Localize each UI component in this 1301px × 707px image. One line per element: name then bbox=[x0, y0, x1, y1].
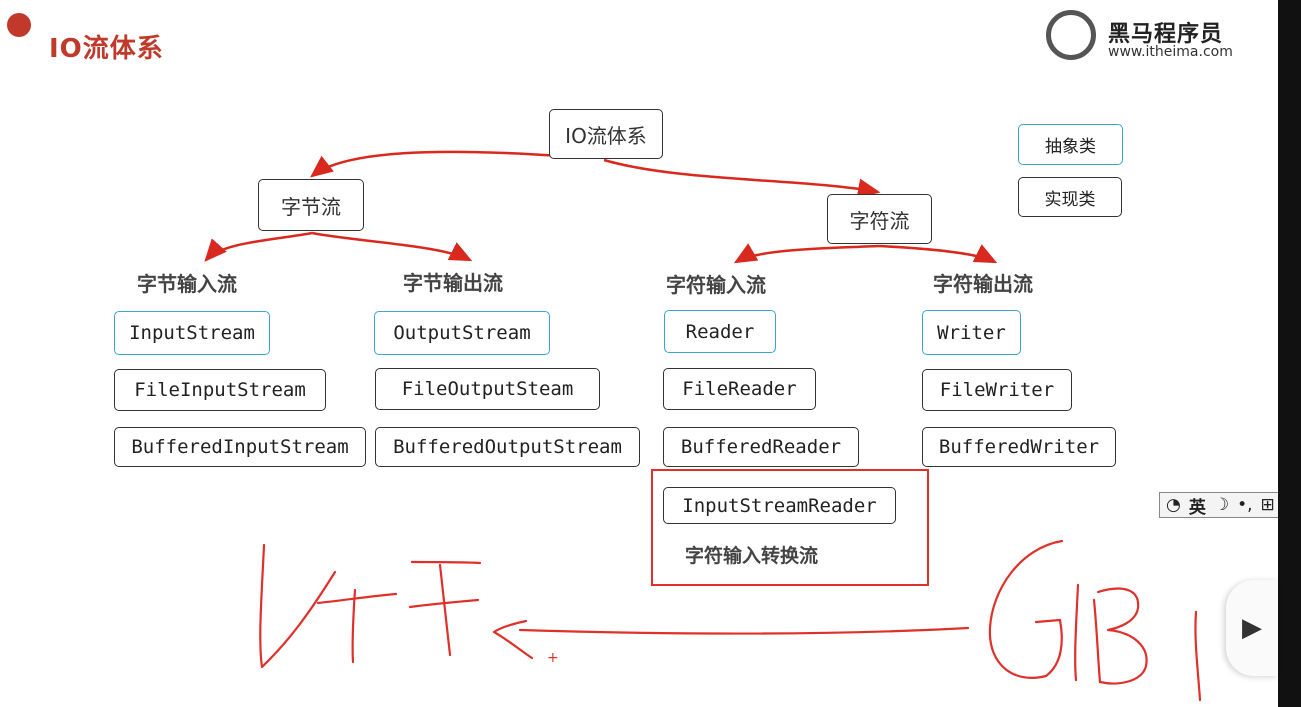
class-fileinputstream: FileInputStream bbox=[114, 369, 326, 411]
converter-highlight-frame bbox=[651, 469, 929, 586]
ime-mode-toggle[interactable]: 英 bbox=[1188, 497, 1206, 518]
class-bufferedreader: BufferedReader bbox=[663, 427, 859, 467]
class-fileoutputsteam: FileOutputSteam bbox=[375, 368, 600, 410]
class-bufferedinputstream: BufferedInputStream bbox=[114, 427, 366, 467]
class-filereader: FileReader bbox=[663, 368, 816, 410]
handwriting-f-bar bbox=[408, 598, 480, 609]
moon-icon[interactable]: ☽ bbox=[1213, 495, 1230, 515]
arrow-root-to-char bbox=[603, 158, 881, 199]
horse-logo-icon bbox=[1046, 10, 1096, 60]
handwriting-arrow-line bbox=[518, 626, 970, 635]
arrow-char-to-input bbox=[733, 243, 879, 264]
class-reader: Reader bbox=[664, 310, 776, 353]
byte-output-label: 字节输出流 bbox=[403, 271, 503, 295]
handwriting-f-top bbox=[410, 560, 482, 565]
byte-input-label: 字节输入流 bbox=[137, 272, 237, 296]
logo-brand-text: 黑马程序员 bbox=[1108, 22, 1224, 47]
legend-impl: 实现类 bbox=[1018, 177, 1122, 217]
handwriting-u-stroke bbox=[259, 543, 337, 669]
handwriting-b1-stem bbox=[1074, 583, 1080, 682]
play-icon: ▶ bbox=[1242, 613, 1262, 643]
handwriting-t1-bar bbox=[316, 592, 398, 605]
handwriting-b-lobes bbox=[1096, 587, 1148, 685]
cursor-plus-marker: + bbox=[547, 650, 559, 666]
handwriting-t1-stem bbox=[351, 588, 357, 664]
page-title: IO流体系 bbox=[49, 34, 164, 64]
window-edge bbox=[1278, 0, 1301, 707]
handwriting-b-stem bbox=[1092, 598, 1102, 684]
class-bufferedwriter: BufferedWriter bbox=[922, 427, 1116, 467]
title-bullet bbox=[7, 13, 31, 37]
arrow-byte-to-output bbox=[311, 231, 473, 262]
play-button[interactable]: ▶ bbox=[1226, 580, 1278, 676]
ime-toolbar[interactable]: ◔ 英 ☽ •, ⊞ bbox=[1159, 492, 1279, 518]
handwriting-arrow-head bbox=[492, 619, 534, 660]
arrow-byte-to-input bbox=[204, 231, 313, 262]
class-inputstream: InputStream bbox=[114, 311, 270, 355]
char-input-label: 字符输入流 bbox=[666, 273, 766, 297]
char-output-label: 字符输出流 bbox=[933, 272, 1033, 296]
handwriting-f-stem bbox=[438, 563, 452, 657]
arrow-char-to-output bbox=[877, 244, 998, 264]
char-stream-node: 字符流 bbox=[827, 194, 932, 244]
grid-icon[interactable]: ⊞ bbox=[1260, 495, 1275, 515]
legend-abstract: 抽象类 bbox=[1018, 124, 1123, 165]
handwriting-k-stem bbox=[1194, 610, 1202, 702]
class-outputstream: OutputStream bbox=[374, 311, 550, 355]
arrow-root-to-byte bbox=[310, 150, 561, 178]
converter-caption: 字符输入转换流 bbox=[685, 545, 819, 567]
class-inputstreamreader: InputStreamReader bbox=[663, 487, 896, 524]
class-writer: Writer bbox=[922, 310, 1021, 355]
byte-stream-node: 字节流 bbox=[258, 179, 364, 231]
class-bufferedoutputstream: BufferedOutputStream bbox=[375, 427, 640, 467]
ime-logo-icon[interactable]: ◔ bbox=[1166, 495, 1181, 515]
class-filewriter: FileWriter bbox=[922, 369, 1072, 411]
logo-url-text: www.itheima.com bbox=[1108, 44, 1233, 60]
itheima-logo: 黑马程序员 www.itheima.com bbox=[1046, 10, 1236, 68]
punctuation-icon[interactable]: •, bbox=[1237, 495, 1253, 515]
root-node: IO流体系 bbox=[549, 109, 663, 159]
handwriting-g bbox=[988, 539, 1064, 679]
